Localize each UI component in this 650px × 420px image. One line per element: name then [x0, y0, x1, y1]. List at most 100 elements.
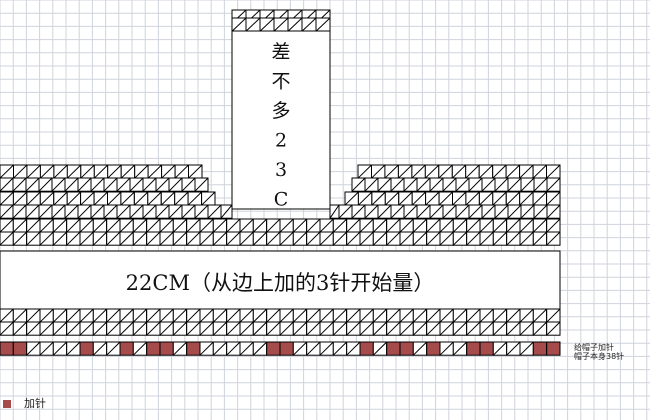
knit-stitch [479, 218, 494, 233]
knit-stitch [292, 308, 308, 323]
knit-stitch [301, 17, 317, 32]
knit-stitch [212, 321, 228, 336]
knit-stitch [506, 231, 521, 246]
knit-stitch [0, 204, 14, 219]
knit-stitch [386, 231, 401, 246]
knit-stitch [199, 231, 214, 246]
knit-stitch [452, 191, 467, 206]
knit-stitch [332, 321, 348, 336]
increase-stitch [79, 341, 94, 356]
knit-stitch [93, 164, 109, 179]
knit-stitch [426, 308, 441, 323]
knit-stitch [226, 341, 241, 356]
knit-stitch [403, 177, 418, 192]
knit-stitch [239, 218, 254, 233]
crown-column-char: C [274, 189, 289, 211]
knit-stitch [386, 321, 401, 336]
knit-stitch [52, 308, 68, 323]
knit-stitch [397, 164, 413, 179]
knit-stitch [507, 204, 522, 219]
knit-stitch [332, 308, 348, 323]
knit-stitch [411, 164, 426, 179]
increase-stitch [359, 341, 374, 356]
knit-stitch [129, 204, 144, 219]
knit-stitch [39, 218, 54, 233]
knit-stitch [506, 308, 521, 323]
knit-stitch [199, 321, 214, 336]
knit-stitch [106, 321, 121, 336]
knit-stitch [338, 204, 353, 219]
knit-stitch [505, 191, 521, 206]
knit-stitch [466, 218, 481, 233]
knit-stitch [481, 177, 496, 192]
knit-stitch [287, 17, 303, 32]
knit-stitch [519, 341, 534, 356]
knit-stitch [468, 204, 483, 219]
knit-stitch [424, 164, 440, 179]
knit-stitch [306, 231, 321, 246]
knit-stitch [133, 191, 149, 206]
knit-stitch [411, 191, 427, 206]
knit-stitch [90, 204, 105, 219]
knit-stitch [279, 321, 294, 336]
knit-stitch [119, 321, 134, 336]
knit-stitch [79, 218, 94, 233]
knit-stitch [452, 321, 468, 336]
knit-stitch [546, 308, 561, 323]
knit-stitch [181, 204, 196, 219]
knit-stitch [273, 17, 289, 32]
knit-stitch [159, 218, 174, 233]
crown-column-char: 2 [275, 130, 287, 152]
knit-stitch [292, 321, 308, 336]
knit-stitch [212, 308, 228, 323]
knit-stitch [506, 321, 521, 336]
knit-stitch [0, 164, 14, 179]
knit-stitch [194, 204, 209, 219]
knit-stitch [492, 164, 507, 179]
increase-stitch [0, 341, 14, 356]
knit-stitch [266, 321, 281, 336]
knit-stitch [506, 218, 521, 233]
knit-stitch [92, 231, 108, 246]
knit-stitch [465, 191, 480, 206]
knit-stitch [371, 191, 386, 206]
knit-stitch [52, 231, 68, 246]
knit-stitch [107, 164, 122, 179]
knit-stitch [0, 177, 14, 192]
knit-stitch [492, 321, 508, 336]
knit-stitch [134, 164, 149, 179]
knit-stitch [146, 218, 161, 233]
knit-stitch [142, 177, 157, 192]
knit-stitch [377, 177, 392, 192]
knit-stitch [120, 191, 135, 206]
knit-stitch [12, 308, 28, 323]
knit-stitch [92, 341, 108, 356]
knit-stitch [364, 177, 379, 192]
knit-stitch [412, 231, 428, 246]
knit-stitch [106, 231, 121, 246]
knit-stitch [344, 191, 359, 206]
knit-stitch [451, 164, 467, 179]
knit-stitch [426, 218, 441, 233]
knit-stitch [66, 231, 81, 246]
knit-stitch [52, 218, 68, 233]
crown-column-char: 差 [271, 41, 290, 63]
knit-stitch [399, 231, 414, 246]
increase-stitch [266, 341, 281, 356]
knit-stitch [306, 308, 321, 323]
knit-stitch [399, 218, 414, 233]
knit-stitch [51, 177, 66, 192]
knit-stitch [53, 191, 68, 206]
knit-stitch [478, 191, 494, 206]
increase-stitch [479, 341, 494, 356]
knit-stitch [442, 177, 457, 192]
knit-stitch [252, 218, 268, 233]
knit-stitch [188, 164, 203, 179]
knit-stitch [12, 191, 28, 206]
knit-stitch [520, 177, 535, 192]
knit-stitch [26, 321, 41, 336]
knit-stitch [412, 321, 428, 336]
knit-stitch [132, 231, 148, 246]
knit-stitch [532, 164, 548, 179]
